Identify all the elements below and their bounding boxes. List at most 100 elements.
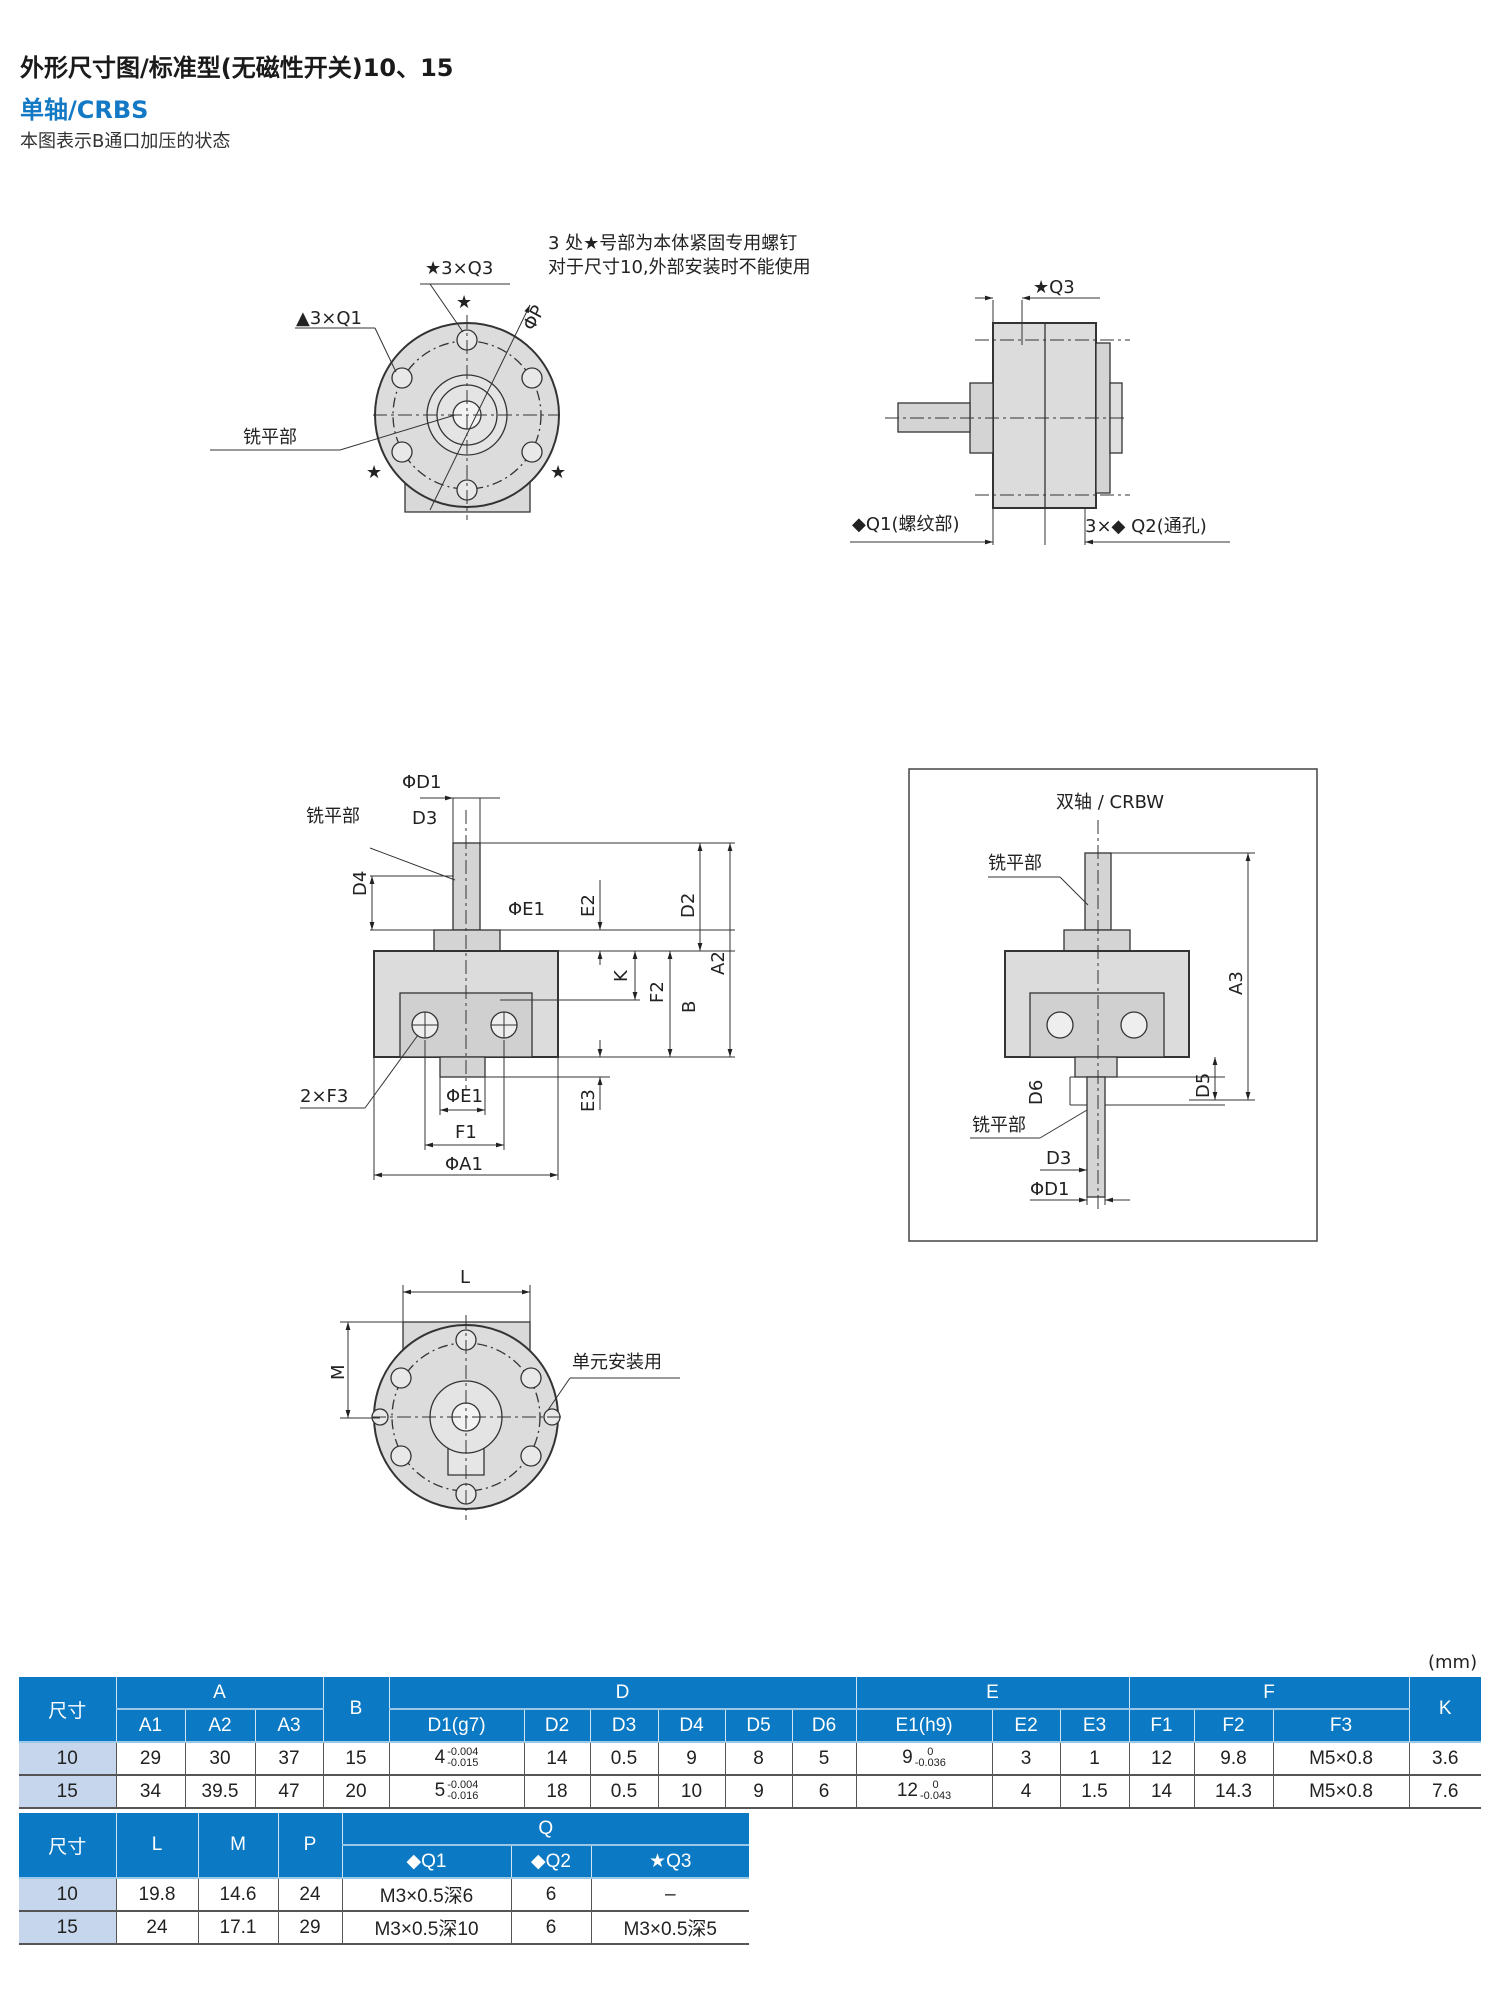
label-side-q3: ★Q3 bbox=[1033, 277, 1075, 298]
cell-a3: 47 bbox=[254, 1775, 323, 1809]
star-mark: ★ bbox=[366, 462, 382, 483]
cell-size: 15 bbox=[19, 1911, 116, 1945]
header-k: K bbox=[1408, 1677, 1482, 1743]
cell-f1: 12 bbox=[1128, 1742, 1195, 1776]
side-view-drawing bbox=[850, 295, 1230, 545]
cell-size: 10 bbox=[19, 1742, 116, 1776]
cell-e3: 1.5 bbox=[1059, 1775, 1130, 1809]
bottom-view-drawing bbox=[340, 1285, 680, 1520]
label-side-q1: ◆Q1(螺纹部) bbox=[852, 514, 960, 535]
page-title: 外形尺寸图/标准型(无磁性开关)10、15 bbox=[20, 54, 454, 82]
d1-lower: -0.016 bbox=[447, 1790, 479, 1803]
star-mark: ★ bbox=[550, 462, 566, 483]
label-flat-top-dbl: 铣平部 bbox=[988, 853, 1042, 874]
label-d4: D4 bbox=[350, 871, 371, 896]
header-m: M bbox=[197, 1813, 278, 1879]
label-e1-bottom: ΦE1 bbox=[446, 1086, 483, 1107]
cell-a1: 34 bbox=[115, 1775, 185, 1809]
double-shaft-drawing bbox=[908, 768, 1318, 1242]
section-subtitle: 单轴/CRBS bbox=[20, 96, 149, 124]
header-f: F bbox=[1128, 1677, 1410, 1710]
label-d1-dbl: ΦD1 bbox=[1030, 1179, 1069, 1200]
cell-d4: 10 bbox=[657, 1775, 725, 1809]
cell-b: 20 bbox=[322, 1775, 389, 1809]
cell-d1: 5-0.004-0.016 bbox=[388, 1775, 524, 1809]
label-e3: E3 bbox=[578, 1089, 599, 1112]
cell-d2: 14 bbox=[523, 1742, 590, 1776]
label-l: L bbox=[460, 1267, 470, 1288]
e1-upper: 0 bbox=[932, 1779, 939, 1792]
cell-q2: 6 bbox=[510, 1911, 591, 1945]
header-e1: E1(h9) bbox=[855, 1709, 993, 1743]
header-f1: F1 bbox=[1128, 1709, 1195, 1743]
label-flat-front: 铣平部 bbox=[306, 806, 360, 827]
table-row: 15 24 17.1 29 M3×0.5深10 6 M3×0.5深5 bbox=[19, 1911, 749, 1945]
label-e2: E2 bbox=[578, 894, 599, 917]
cell-q2: 6 bbox=[510, 1878, 591, 1912]
e1-tolerance: 0-0.043 bbox=[920, 1780, 951, 1802]
cell-f2: 9.8 bbox=[1193, 1742, 1274, 1776]
label-d5: D5 bbox=[1193, 1073, 1214, 1098]
label-a1: ΦA1 bbox=[445, 1154, 483, 1175]
header-d1: D1(g7) bbox=[388, 1709, 524, 1743]
cell-f3: M5×0.8 bbox=[1272, 1742, 1410, 1776]
cell-q3: M3×0.5深5 bbox=[590, 1911, 749, 1945]
header-f2: F2 bbox=[1193, 1709, 1274, 1743]
cell-d3: 0.5 bbox=[589, 1775, 658, 1809]
cell-m: 17.1 bbox=[197, 1911, 278, 1945]
cell-a2: 39.5 bbox=[184, 1775, 255, 1809]
header-p: P bbox=[277, 1813, 342, 1879]
header-q3: ★Q3 bbox=[590, 1845, 749, 1879]
header-a1: A1 bbox=[115, 1709, 185, 1743]
cell-q3: – bbox=[590, 1878, 749, 1912]
header-q2: ◆Q2 bbox=[510, 1845, 591, 1879]
header-d: D bbox=[388, 1677, 857, 1710]
cell-k: 3.6 bbox=[1408, 1742, 1482, 1776]
cell-d5: 8 bbox=[724, 1742, 792, 1776]
cell-l: 24 bbox=[115, 1911, 198, 1945]
cell-size: 15 bbox=[19, 1775, 116, 1809]
cell-e2: 4 bbox=[991, 1775, 1061, 1809]
label-f1: F1 bbox=[455, 1122, 477, 1143]
header-e3: E3 bbox=[1059, 1709, 1130, 1743]
label-d2: D2 bbox=[678, 893, 699, 918]
cell-p: 24 bbox=[277, 1878, 342, 1912]
table-row: 10 19.8 14.6 24 M3×0.5深6 6 – bbox=[19, 1878, 749, 1912]
cell-e3: 1 bbox=[1059, 1742, 1130, 1776]
label-mount: 单元安装用 bbox=[572, 1352, 662, 1373]
label-f2: F2 bbox=[647, 981, 668, 1003]
cell-d5: 9 bbox=[724, 1775, 792, 1809]
cell-d2: 18 bbox=[523, 1775, 590, 1809]
header-b: B bbox=[322, 1677, 389, 1743]
cell-f1: 14 bbox=[1128, 1775, 1195, 1809]
label-m: M bbox=[328, 1364, 349, 1380]
label-3xq1: ▲3×Q1 bbox=[296, 308, 362, 329]
table-row: 15 34 39.5 47 20 5-0.004-0.016 18 0.5 10… bbox=[19, 1775, 1482, 1809]
header-size: 尺寸 bbox=[19, 1813, 116, 1879]
front-view-drawing bbox=[300, 795, 735, 1180]
cell-a3: 37 bbox=[254, 1742, 323, 1776]
d1-upper: -0.004 bbox=[447, 1746, 479, 1759]
cell-a2: 30 bbox=[184, 1742, 255, 1776]
label-a3: A3 bbox=[1226, 971, 1247, 995]
top-note-line1: 3 处★号部为本体紧固专用螺钉 bbox=[548, 233, 797, 254]
cell-d4: 9 bbox=[657, 1742, 725, 1776]
top-view-drawing bbox=[210, 283, 560, 520]
label-flat-top: 铣平部 bbox=[243, 427, 297, 448]
header-d5: D5 bbox=[724, 1709, 792, 1743]
e1-nominal: 12 bbox=[896, 1780, 918, 1802]
header-d3: D3 bbox=[589, 1709, 658, 1743]
cell-k: 7.6 bbox=[1408, 1775, 1482, 1809]
header-size: 尺寸 bbox=[19, 1677, 116, 1743]
star-mark: ★ bbox=[456, 292, 472, 313]
cell-q1: M3×0.5深6 bbox=[341, 1878, 511, 1912]
cell-q1: M3×0.5深10 bbox=[341, 1911, 511, 1945]
cell-size: 10 bbox=[19, 1878, 116, 1912]
label-e1-top: ΦE1 bbox=[508, 899, 545, 920]
cell-p: 29 bbox=[277, 1911, 342, 1945]
header-f3: F3 bbox=[1272, 1709, 1410, 1743]
cell-d6: 5 bbox=[791, 1742, 857, 1776]
label-d1: ΦD1 bbox=[402, 772, 441, 793]
label-flat-bottom-dbl: 铣平部 bbox=[972, 1115, 1026, 1136]
